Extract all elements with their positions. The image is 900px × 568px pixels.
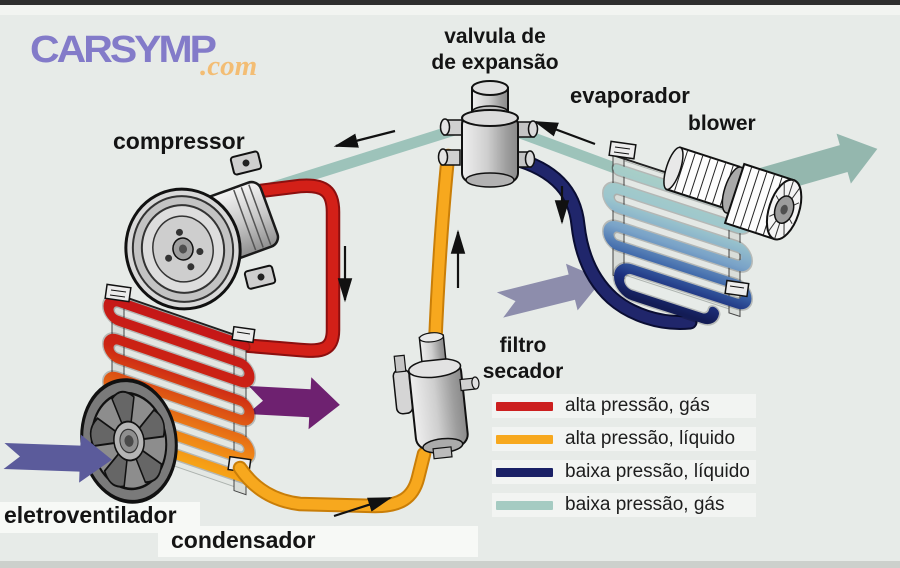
label-compressor: compressor <box>113 128 245 154</box>
flow-arrows <box>333 120 596 518</box>
legend-swatch-orange <box>496 434 553 444</box>
compressor-pulley <box>124 187 242 311</box>
condenser-bracket-top <box>104 283 132 303</box>
legend-label: baixa pressão, líquido <box>565 461 750 482</box>
pipe-high-pressure-liquid <box>232 148 456 514</box>
compressor-bracket-top <box>229 150 263 176</box>
label-filter-line1: filtro <box>499 334 547 357</box>
label-blower: blower <box>688 112 756 135</box>
filter-drier-graphic <box>392 332 480 460</box>
legend-item-low-pressure-gas: baixa pressão, gás <box>492 493 756 517</box>
expansion-valve-graphic <box>437 80 539 188</box>
flow-arrow-to-valve <box>533 120 596 146</box>
flow-arrow-condenser-to-filter <box>333 496 393 518</box>
legend-swatch-red <box>496 401 553 411</box>
pipe-low-pressure-liquid <box>504 150 698 330</box>
legend-label: alta pressão, líquido <box>565 428 736 449</box>
airflow-out-condenser-arrow <box>247 377 340 430</box>
label-condenser: condensador <box>171 527 316 553</box>
legend-swatch-teal <box>496 500 553 510</box>
label-filter-line2: secador <box>482 360 564 383</box>
top-border <box>0 0 900 5</box>
legend-item-high-pressure-liquid: alta pressão, líquido <box>492 427 756 451</box>
blower-graphic <box>663 146 803 241</box>
flow-arrow-to-compressor <box>333 129 396 148</box>
legend-label: baixa pressão, gás <box>565 494 725 515</box>
label-expansion-valve-line2: de expansão <box>431 51 559 74</box>
condenser-bracket-right <box>231 325 256 344</box>
bottom-border <box>0 561 900 568</box>
label-expansion-valve: valvula de de expansão <box>415 24 575 76</box>
pipe-high-pressure-gas <box>232 178 341 358</box>
legend: alta pressão, gás alta pressão, líquido … <box>492 394 756 526</box>
label-expansion-valve-line1: valvula de <box>444 25 546 48</box>
fan-graphic <box>80 378 178 504</box>
evaporator-bracket-top <box>608 140 637 160</box>
legend-item-high-pressure-gas: alta pressão, gás <box>492 394 756 418</box>
logo-brand: CARSYMP <box>30 27 217 71</box>
legend-item-low-pressure-liquid: baixa pressão, líquido <box>492 460 756 484</box>
compressor-graphic <box>124 150 280 311</box>
airflow-in-fan-arrow <box>3 434 112 483</box>
top-light-strip <box>0 5 900 15</box>
airflow-in-evaporator-arrow <box>496 263 603 318</box>
label-fan: eletroventilador <box>4 502 177 528</box>
logo-tld: .com <box>200 50 258 82</box>
evaporator-bracket-bottom <box>724 279 750 298</box>
legend-swatch-navy <box>496 467 553 477</box>
compressor-bracket-bottom <box>243 264 277 290</box>
label-evaporator: evaporador <box>570 83 690 108</box>
legend-label: alta pressão, gás <box>565 395 710 416</box>
label-backdrop-condenser <box>158 526 478 557</box>
label-filter-drier: filtro secador <box>477 333 569 385</box>
